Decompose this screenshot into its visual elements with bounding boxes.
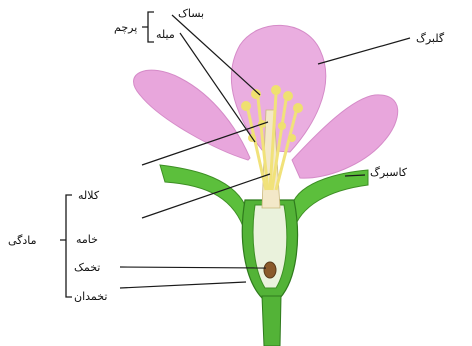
- label-petal: گلبرگ: [416, 32, 445, 45]
- stamen-bracket: [142, 12, 154, 42]
- label-ovary: تخمدان: [74, 290, 107, 303]
- label-ovule: تخمک: [74, 261, 100, 274]
- sepal-right: [286, 170, 368, 232]
- sepal-left: [160, 165, 252, 232]
- label-filament: میله: [156, 28, 175, 41]
- label-anther: بساک: [178, 7, 204, 20]
- ovary: [242, 200, 297, 298]
- label-sepal: کاسبرگ: [370, 166, 408, 179]
- label-stamen: پرچم: [114, 21, 137, 34]
- stem: [262, 296, 281, 346]
- pistil-bracket: [60, 195, 72, 297]
- label-style: خامه: [76, 233, 98, 246]
- ovule: [264, 262, 276, 278]
- label-stigma: کلاله: [78, 189, 100, 202]
- label-pistil: مادگی: [8, 234, 37, 247]
